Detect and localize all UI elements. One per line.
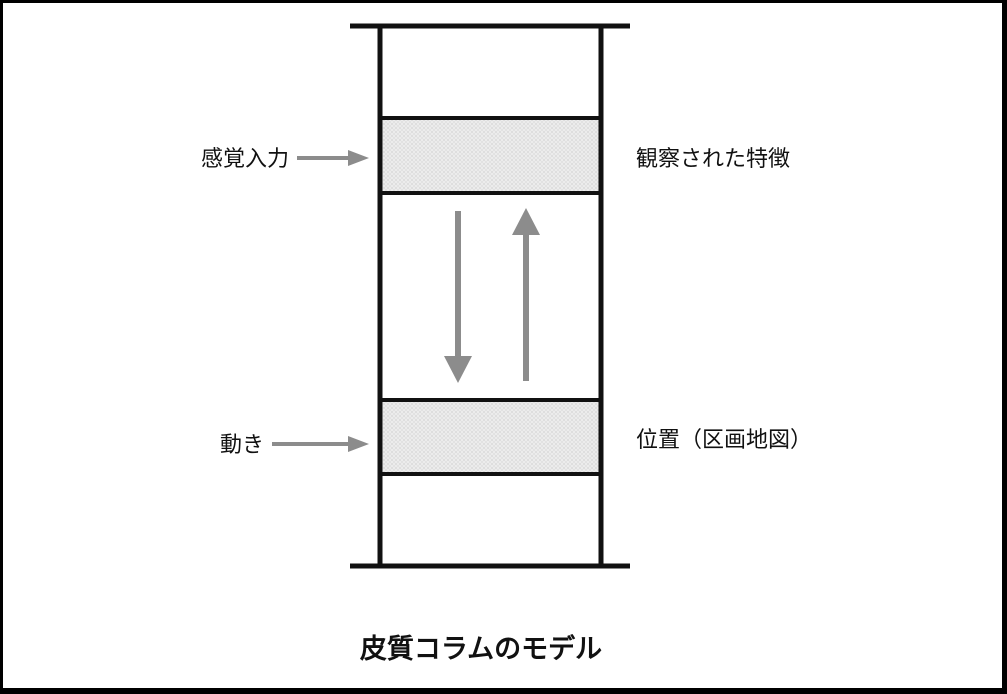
down-arrow xyxy=(444,211,472,383)
up-arrow xyxy=(512,208,540,381)
figure-frame: 感覚入力 動き 観察された特徴 位置（区画地図） 皮質コラムのモデル xyxy=(3,3,1002,688)
sensory-input-arrow xyxy=(297,150,369,166)
observed-feature-label: 観察された特徴 xyxy=(636,147,790,172)
movement-label: 動き xyxy=(220,433,264,458)
input-layer xyxy=(380,118,601,193)
movement-arrow xyxy=(272,436,369,452)
location-label: 位置（区画地図） xyxy=(636,428,812,453)
cortical-column-diagram: 感覚入力 動き 観察された特徴 位置（区画地図） 皮質コラムのモデル xyxy=(201,23,812,665)
sensory-input-label: 感覚入力 xyxy=(201,147,289,172)
location-layer xyxy=(380,400,601,474)
figure-caption: 皮質コラムのモデル xyxy=(360,633,602,665)
